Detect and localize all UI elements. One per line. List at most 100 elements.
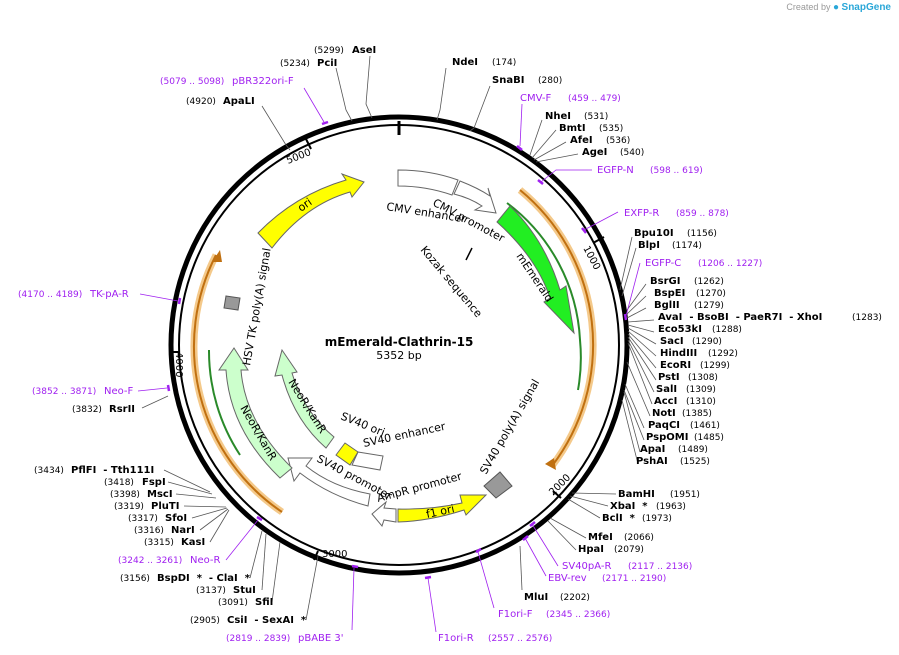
primer-pBR322ori-F-name: pBR322ori-F [232, 76, 294, 87]
leader-BspDI [249, 530, 263, 579]
site-MscI-pos: (3398) [110, 490, 140, 500]
mEmerald-translation-arrowhead [545, 458, 556, 470]
primer-mark-Neo-R [256, 515, 263, 522]
watermark-prefix: Created by [786, 2, 831, 12]
leader-SfiI [271, 541, 281, 603]
primer-pBR322ori-F-range: (5079 .. 5098) [160, 77, 224, 87]
feature-cmv-promoter-arrow[interactable] [453, 180, 497, 214]
feature-sv40-polya-box[interactable] [483, 471, 513, 499]
leader-Neo-F [137, 387, 168, 392]
leader-AvaI [627, 319, 655, 323]
primer-mark-EXFP-R [581, 227, 587, 234]
site-PspOMI-pos: (1485) [694, 433, 724, 443]
feature-mEmerald-arrow[interactable] [496, 205, 575, 335]
feature-hsv-tk-box[interactable] [223, 295, 241, 311]
site-FspI-pos: (3418) [104, 478, 134, 488]
site-BmtI-name: BmtI [559, 123, 586, 134]
kozak-mark [465, 247, 473, 261]
site-BclI-pos: (1973) [642, 514, 672, 524]
tick-mark-5000 [305, 138, 312, 150]
site-NotI-name: NotI [652, 408, 676, 419]
site-BspDI-name: BspDI * - ClaI * [157, 573, 251, 584]
feature-cmv-enhancer-arrow[interactable] [397, 169, 459, 196]
primer-F1ori-F-name: F1ori-F [498, 609, 533, 620]
site-BglII-pos: (1279) [694, 301, 724, 311]
tick-mark-3000 [313, 550, 319, 561]
leader-AccI [627, 342, 653, 405]
site-NarI-pos: (3316) [134, 526, 164, 536]
site-MscI-name: MscI [147, 489, 173, 500]
site-PluTI-name: PluTI [151, 501, 179, 512]
site-EcoRI-name: EcoRI [660, 360, 691, 371]
site-SalI-pos: (1309) [686, 385, 716, 395]
leader-ApaLI [261, 105, 291, 151]
tick-label-5000: 5000 [285, 147, 313, 167]
feature-sv40-promoter-arrow[interactable] [287, 457, 371, 507]
leader-PstI [627, 336, 657, 381]
site-SfiI-name: SfiI [255, 597, 273, 608]
site-BspDI-pos: (3156) [120, 574, 150, 584]
label-f1-ori: f1 ori [425, 502, 456, 521]
primer-mark-pBR322ori-F [321, 120, 329, 126]
leader-PshAI [621, 399, 639, 465]
leader-SalI [627, 339, 655, 393]
leader-EXFP-R [583, 211, 619, 231]
primer-TK-pA-R-name: TK-pA-R [89, 289, 129, 300]
leader-CMV-F [519, 103, 523, 147]
leader-BclI [567, 498, 601, 519]
site-ApaI-pos: (1489) [678, 445, 708, 455]
primer-EGFP-N-name: EGFP-N [597, 165, 634, 176]
leader-EcoRI [627, 333, 657, 369]
leader-BglII [626, 307, 647, 319]
site-PshAI-name: PshAI [636, 456, 668, 467]
tick-mark-2000 [552, 490, 562, 499]
site-BspEI-name: BspEI [654, 288, 685, 299]
feature-f1-ori-arrow[interactable] [397, 494, 488, 523]
site-BamHI-pos: (1951) [670, 490, 700, 500]
feature-ampr-promoter-arrow[interactable] [371, 500, 397, 528]
leader-pBABE3 [351, 567, 355, 631]
site-CsiI-name: CsiI - SexAI * [227, 615, 307, 626]
leader-PciI [335, 67, 353, 122]
site-SacI-name: SacI [660, 336, 684, 347]
site-SfoI-pos: (3317) [128, 514, 158, 524]
tick-label-1000: 1000 [580, 244, 602, 272]
site-MluI-name: MluI [524, 592, 548, 603]
leader-MfeI [549, 517, 587, 539]
leader-BsrGI [626, 283, 647, 311]
feature-neor-outer-arrow[interactable] [218, 347, 293, 479]
site-RsrII-name: RsrII [109, 404, 135, 415]
leader-PluTI [183, 505, 227, 508]
feature-sv40-enhancer-box[interactable] [351, 451, 384, 471]
site-NarI-name: NarI [171, 525, 195, 536]
site-Bpu10I-pos: (1156) [687, 229, 717, 239]
site-NheI-name: NheI [545, 111, 571, 122]
primer-mark-TK-pA-R [177, 297, 182, 305]
site-PshAI-pos: (1525) [680, 457, 710, 467]
site-PciI-pos: (5234) [280, 59, 310, 69]
feature-neor-inner-arrow[interactable] [274, 348, 335, 449]
site-NheI-pos: (531) [584, 112, 608, 122]
feature-ori-arrow[interactable] [257, 173, 365, 249]
leader-BspEI [626, 295, 647, 315]
primer-pBABE3-range: (2819 .. 2839) [226, 634, 290, 644]
leader-SnaBI [469, 85, 491, 132]
primer-pBABE3-name: pBABE 3' [298, 633, 344, 644]
primer-EGFP-C-name: EGFP-C [645, 258, 681, 269]
mEmerald-translation-line [519, 189, 595, 467]
primer-Neo-F-name: Neo-F [104, 386, 134, 397]
site-SalI-name: SalI [656, 384, 677, 395]
site-HindIII-pos: (1292) [708, 349, 738, 359]
primer-Neo-R-range: (3242 .. 3261) [118, 556, 182, 566]
site-BsrGI-name: BsrGI [650, 276, 680, 287]
primer-EXFP-R-range: (859 .. 878) [676, 209, 729, 219]
primer-mark-F1ori-R [424, 575, 432, 580]
primer-mark-pBABE3 [351, 564, 359, 569]
leader-MscI [175, 493, 217, 499]
primer-F1ori-R-name: F1ori-R [438, 633, 474, 644]
leader-F1ori-F [477, 551, 495, 609]
leader-XbaI [569, 495, 609, 507]
site-PspOMI-name: PspOMI [646, 432, 688, 443]
site-BmtI-pos: (535) [599, 124, 623, 134]
leader-EGFP-C [625, 262, 641, 317]
